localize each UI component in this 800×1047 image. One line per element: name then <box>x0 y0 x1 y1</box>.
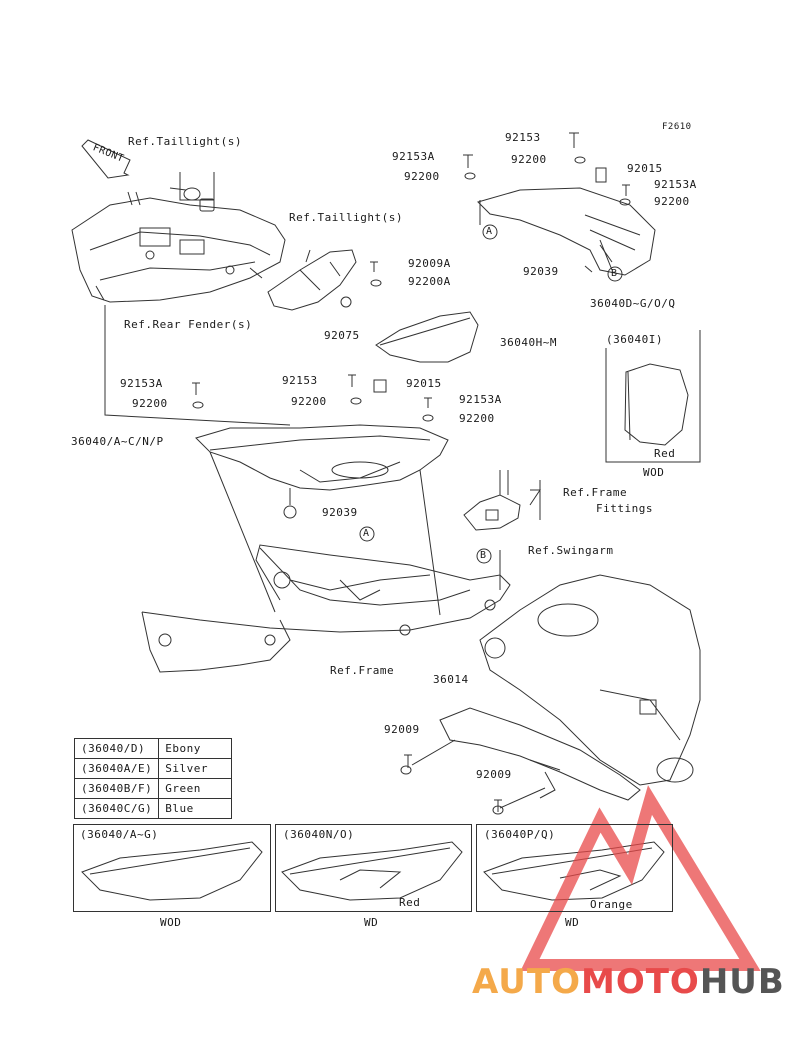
variant-a-g-code: (36040/A~G) <box>80 828 159 841</box>
watermark-logo-icon <box>520 785 761 971</box>
inset-i-color: Red <box>654 447 676 460</box>
part-92200-r: 92200 <box>654 195 690 208</box>
ref-rear-fender: Ref.Rear Fender(s) <box>124 318 253 331</box>
color-code: (36040A/E) <box>73 758 160 779</box>
variant-cover-a-g <box>81 841 263 901</box>
table-row: (36040A/E) Silver <box>73 758 233 779</box>
part-92200-mid-r: 92200 <box>459 412 495 425</box>
color-code-table: (36040/D) Ebony (36040A/E) Silver (36040… <box>73 738 233 819</box>
table-row: (36040C/G) Blue <box>73 798 233 819</box>
part-92015-mid: 92015 <box>406 377 442 390</box>
screws-mid <box>192 374 434 519</box>
watermark-text: AUTOMOTOHUB <box>472 962 785 1002</box>
chain-guard-bolts <box>400 739 546 815</box>
screws-top <box>340 132 631 308</box>
variant-box-p-q <box>476 824 673 912</box>
part-36040D: 36040D~G/O/Q <box>590 297 676 310</box>
part-92009-a: 92009 <box>384 723 420 736</box>
part-92200-mid: 92200 <box>132 397 168 410</box>
tail-cover-right-part <box>477 187 656 276</box>
color-name: Green <box>158 778 233 799</box>
figure-code: F2610 <box>662 122 692 132</box>
callout-a-top: A <box>486 226 493 237</box>
ref-frame-fittings-1: Ref.Frame <box>563 486 628 499</box>
color-name: Blue <box>158 798 233 819</box>
variant-box-a-g <box>73 824 271 912</box>
swingarm-part <box>479 574 701 786</box>
color-name: Silver <box>158 758 233 779</box>
variant-n-o-code: (36040N/O) <box>283 828 355 841</box>
variant-p-q-code: (36040P/Q) <box>484 828 556 841</box>
part-92200-top-l: 92200 <box>404 170 440 183</box>
ref-taillight-1: Ref.Taillight(s) <box>128 135 242 148</box>
seat-cover-part <box>375 311 479 363</box>
ref-frame-fittings-2: Fittings <box>596 502 653 515</box>
part-92075: 92075 <box>324 329 360 342</box>
chain-guard-part <box>439 707 641 801</box>
taillight-unit <box>267 249 357 311</box>
part-92200-top-r: 92200 <box>511 153 547 166</box>
part-36040I: (36040I) <box>606 333 663 346</box>
color-code: (36040C/G) <box>73 798 160 819</box>
inset-i-tag: WOD <box>643 466 665 479</box>
part-92153A-r: 92153A <box>654 178 697 191</box>
part-92153-top: 92153 <box>505 131 541 144</box>
part-92200A: 92200A <box>408 275 451 288</box>
variant-n-o-tag: WD <box>364 916 379 929</box>
variant-p-q-tag: WD <box>565 916 580 929</box>
variant-n-o-note: Red <box>399 896 421 909</box>
part-92153A-mid: 92153A <box>120 377 163 390</box>
part-92153A-top: 92153A <box>392 150 435 163</box>
ref-taillight-2: Ref.Taillight(s) <box>289 211 403 224</box>
part-36040H: 36040H~M <box>500 336 557 349</box>
side-cover-main-part <box>195 424 449 491</box>
variant-a-g-tag: WOD <box>160 916 182 929</box>
rear-fender-part <box>71 191 286 303</box>
part-92009A: 92009A <box>408 257 451 270</box>
part-92039-mid: 92039 <box>322 506 358 519</box>
part-92153-mid: 92153 <box>282 374 318 387</box>
watermark-part3: HUB <box>699 962 785 1002</box>
part-92009-b: 92009 <box>476 768 512 781</box>
part-92015-top: 92015 <box>627 162 663 175</box>
callout-a-mid: A <box>363 528 370 539</box>
part-36040A: 36040/A~C/N/P <box>71 435 164 448</box>
rear-frame-part <box>141 544 511 673</box>
ref-swingarm: Ref.Swingarm <box>528 544 614 557</box>
watermark-part2: MOTO <box>580 962 700 1002</box>
inset-cover-i <box>624 363 689 446</box>
watermark-part1: AUTO <box>472 962 581 1002</box>
variant-box-n-o <box>275 824 472 912</box>
color-code: (36040B/F) <box>73 778 160 799</box>
part-92200-mid2: 92200 <box>291 395 327 408</box>
variant-cover-n-o <box>281 841 463 901</box>
part-36014: 36014 <box>433 673 469 686</box>
ref-frame: Ref.Frame <box>330 664 395 677</box>
color-name: Ebony <box>158 738 233 759</box>
table-row: (36040/D) Ebony <box>73 738 233 759</box>
table-row: (36040B/F) Green <box>73 778 233 799</box>
callout-b-top: B <box>611 268 618 279</box>
taillight-grommet <box>169 172 215 212</box>
part-92039-top: 92039 <box>523 265 559 278</box>
part-92153A-mid-r: 92153A <box>459 393 502 406</box>
callout-b-mid: B <box>480 550 487 561</box>
front-arrow-icon <box>81 139 131 179</box>
frame-fitting-bracket <box>463 470 521 531</box>
variant-p-q-note: Orange <box>590 898 633 911</box>
color-code: (36040/D) <box>73 738 160 759</box>
